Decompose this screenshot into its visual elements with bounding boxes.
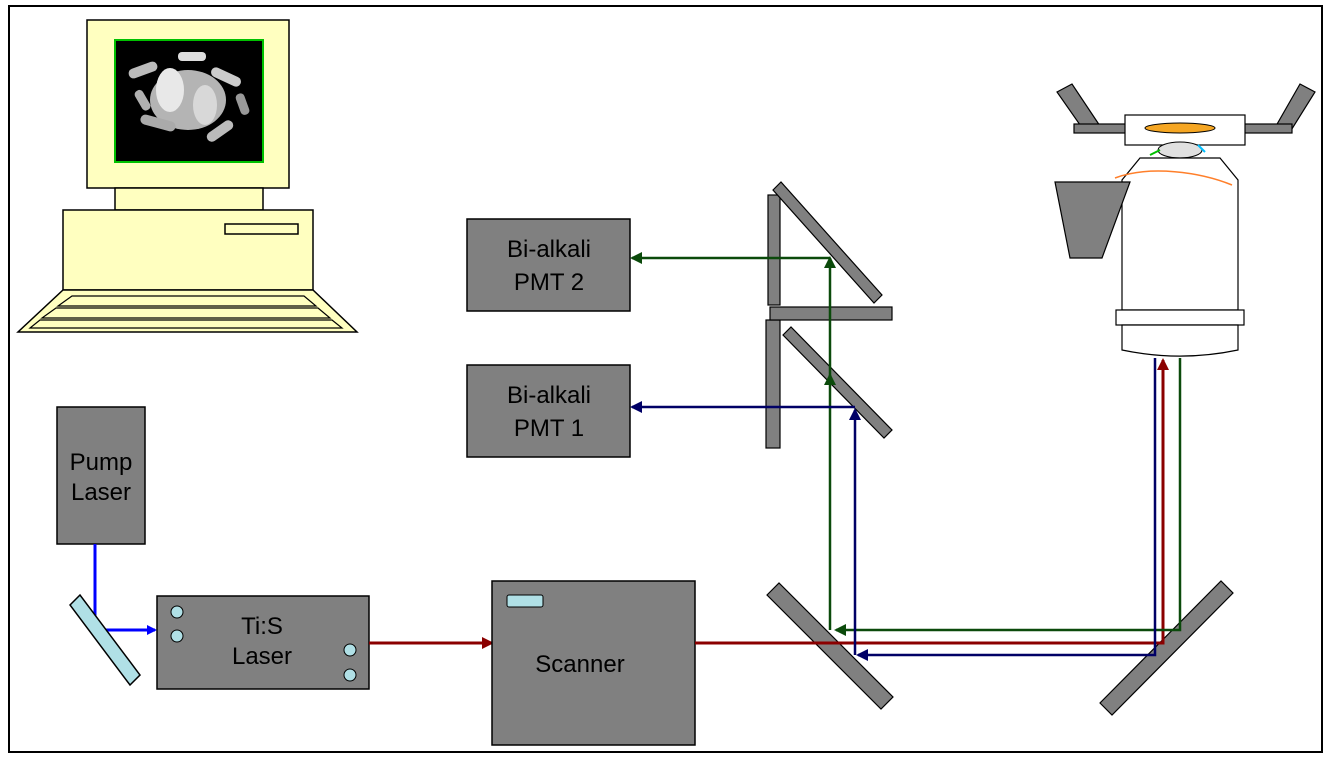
pump-mirror	[70, 595, 140, 685]
scanner-label: Scanner	[535, 651, 624, 678]
tis-laser-box: Ti:S Laser	[157, 596, 369, 689]
focal-spot	[1158, 142, 1202, 158]
tis-laser-label-line2: Laser	[232, 643, 292, 670]
pmt1-label-line1: Bi-alkali	[507, 382, 591, 409]
tis-port-2	[171, 630, 183, 642]
tis-laser-label-line1: Ti:S	[241, 613, 283, 640]
pmt2-label-line2: PMT 2	[514, 269, 584, 296]
microscope-objective-icon	[1055, 84, 1315, 356]
sample	[1145, 123, 1215, 133]
scanner-window	[507, 595, 543, 607]
tis-port-1	[171, 606, 183, 618]
scanner-box: Scanner	[492, 581, 695, 745]
green-emission-return	[836, 358, 1180, 630]
blue-emission-return	[858, 358, 1155, 655]
pump-laser-label-line1: Pump	[70, 449, 133, 476]
pmt2-box: Bi-alkali PMT 2	[467, 219, 630, 311]
pmt1-box: Bi-alkali PMT 1	[467, 365, 630, 457]
tis-port-3	[344, 644, 356, 656]
side-detector	[1055, 182, 1130, 258]
steering-mirror-right	[1100, 581, 1233, 715]
pump-laser-label-line2: Laser	[71, 479, 131, 506]
excitation-beam-to-objective	[695, 360, 1163, 643]
tis-port-4	[344, 669, 356, 681]
pump-laser-box: Pump Laser	[57, 407, 145, 544]
computer-icon	[18, 20, 357, 332]
pmt2-label-line1: Bi-alkali	[507, 236, 591, 263]
pmt1-label-line2: PMT 1	[514, 415, 584, 442]
